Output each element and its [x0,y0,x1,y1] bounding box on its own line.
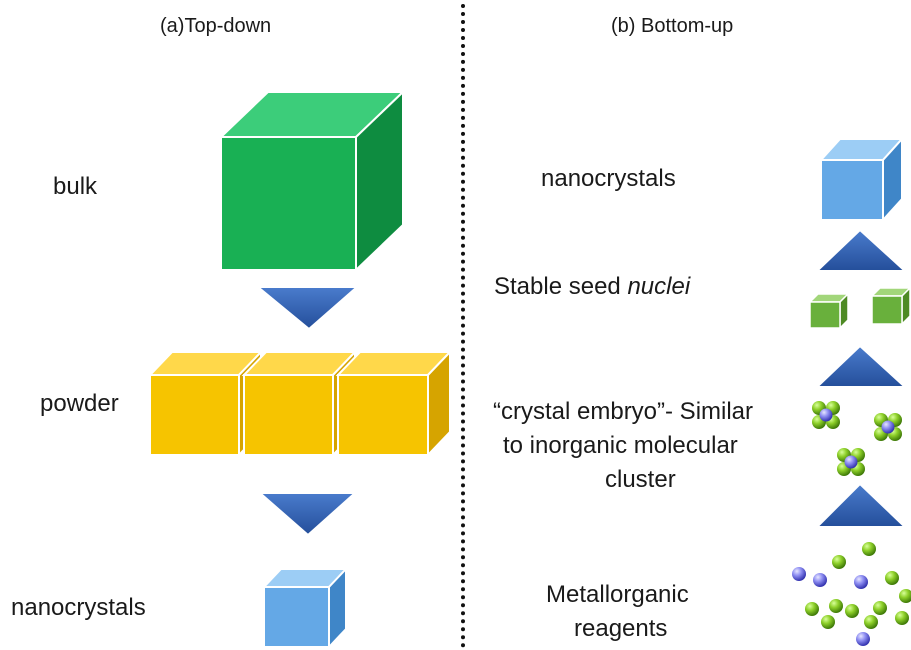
down-arrow-icon [257,492,358,537]
crystal-embryo-line-2: to inorganic molecular [503,432,738,459]
down-arrow-icon [255,286,360,331]
powder-cube-icon [335,349,453,458]
nuclei-text: nuclei [627,273,691,300]
up-arrow-icon [814,482,908,528]
bottom-up-heading: (b) Bottom-up [611,15,734,37]
column-divider [461,4,465,648]
cluster-icon [812,401,840,429]
seed-nuclei-icon [808,286,911,330]
bottom-up-nanocrystal-cube-icon [818,136,905,223]
reagents-label: reagents [574,615,668,642]
up-arrow-icon [814,344,908,388]
stable-seed-nuclei-label: Stable seed nuclei [494,272,690,302]
up-arrow-icon [814,228,908,272]
top-down-nanocrystals-label: nanocrystals [11,594,146,621]
bulk-cube-icon [218,89,406,273]
reagent-atoms-icon [792,542,911,646]
metallorganic-label: Metallorganic [546,581,689,608]
crystal-embryo-line-3: cluster [605,466,676,493]
powder-cubes-icon [147,349,453,458]
seed-cube-icon [808,292,850,330]
bottom-up-nanocrystals-label: nanocrystals [541,165,676,192]
cluster-icon [874,413,902,441]
seed-cube-icon [870,286,911,326]
cluster-icon [837,448,865,476]
crystal-embryo-line-1: “crystal embryo”- Similar [493,398,754,425]
top-down-heading: (a)Top-down [160,15,272,37]
nanocrystal-cube-icon [261,566,349,650]
stable-seed-text: Stable seed [494,273,628,300]
powder-label: powder [40,390,119,417]
bulk-label: bulk [53,173,98,200]
